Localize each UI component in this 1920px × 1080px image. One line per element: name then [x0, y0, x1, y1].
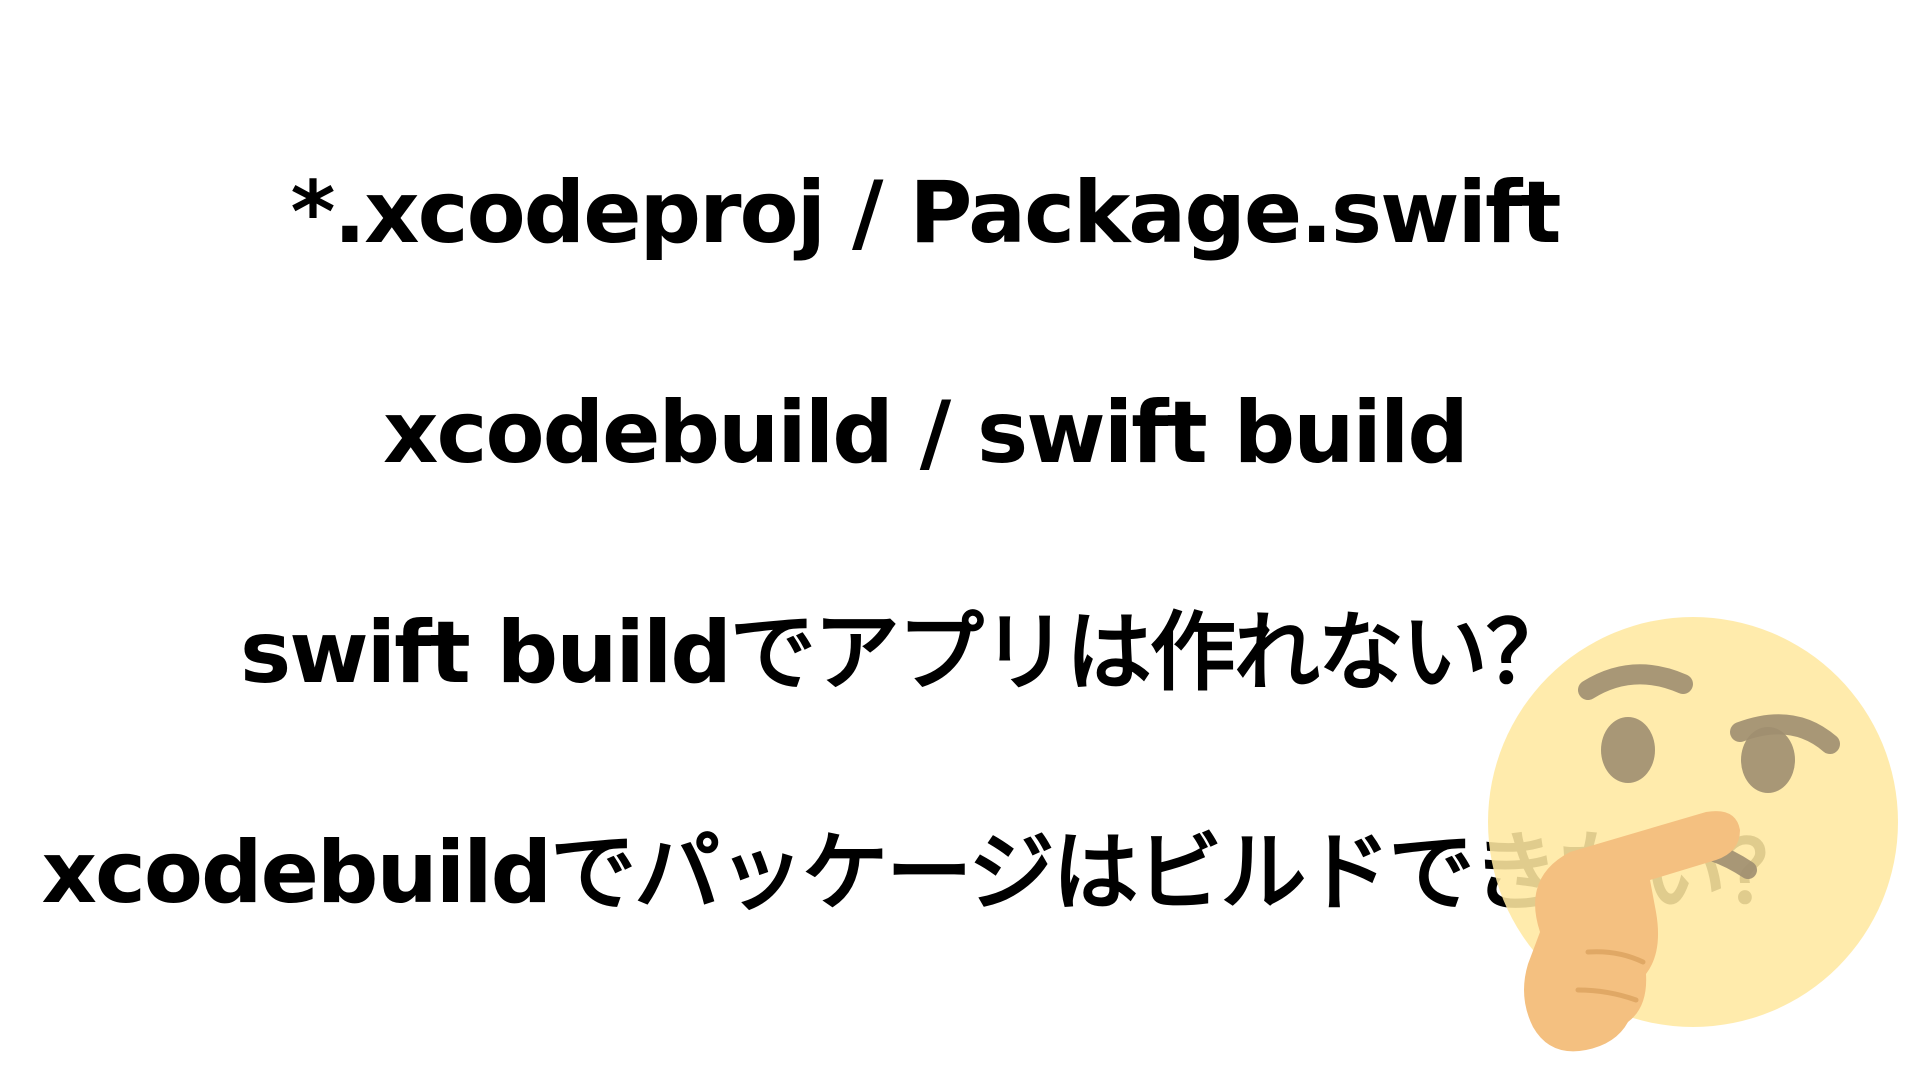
- line-build-commands: xcodebuild / swift build: [383, 383, 1469, 483]
- thinking-face-icon: [1478, 612, 1908, 1072]
- line-question-swift-build: swift buildでアプリは作れない？: [240, 603, 1572, 703]
- line-project-files: *.xcodeproj / Package.swift: [290, 163, 1561, 263]
